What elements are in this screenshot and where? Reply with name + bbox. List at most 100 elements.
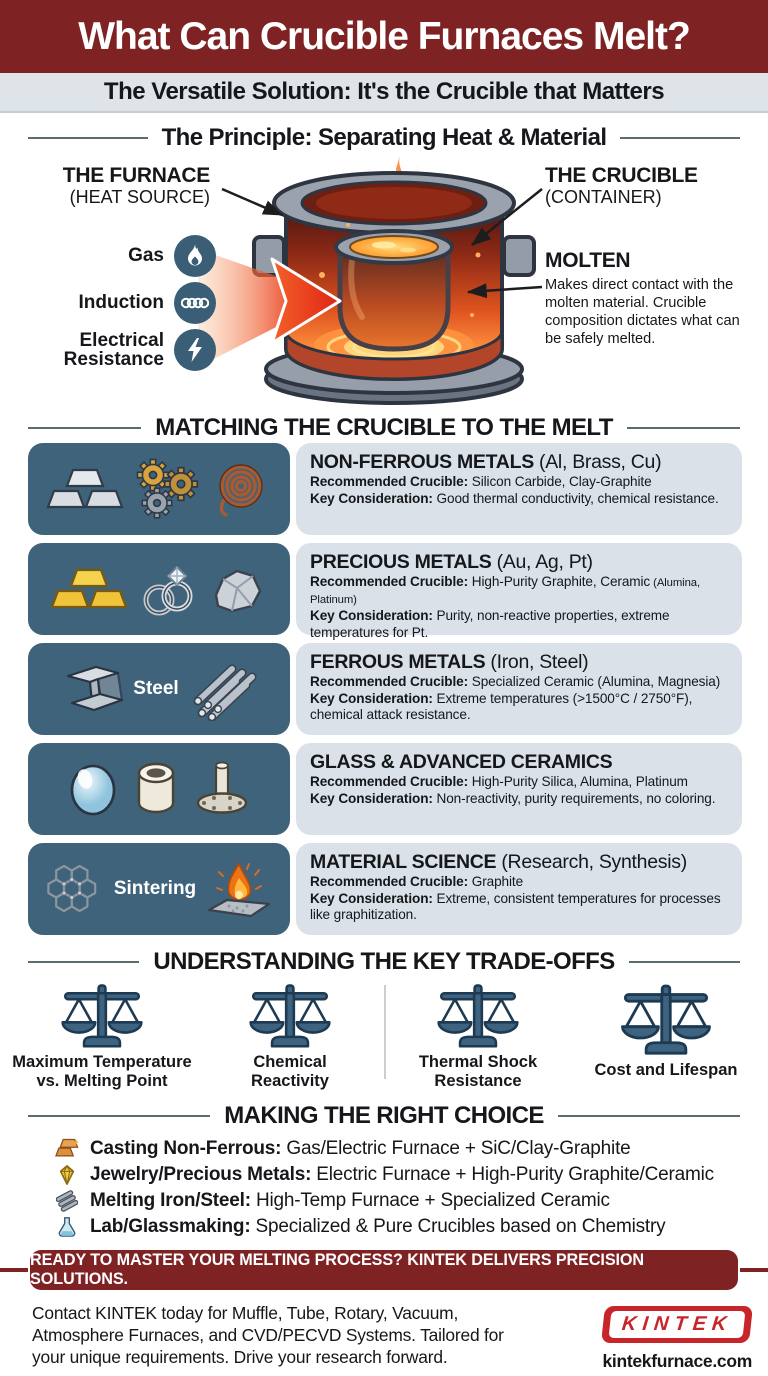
furnace-sublabel: (HEAT SOURCE) [69,186,210,207]
crucible-label-block: THE CRUCIBLE (CONTAINER) [545,164,698,207]
rec-value-small: (Alumina, Platinum) [310,577,700,606]
choice-text: High-Temp Furnace + Specialized Ceramic [250,1190,610,1211]
choice-casting: Casting Non-Ferrous: Gas/Electric Furnac… [54,1136,768,1162]
science-icons-panel: Sintering [28,843,290,935]
silver-ingots-icon [46,468,124,509]
divider-line [620,136,741,140]
footer: Contact KINTEK today for Muffle, Tube, R… [0,1290,768,1372]
glass-info-panel: GLASS & ADVANCED CERAMICS Recommended Cr… [296,743,742,835]
ingots-icon [54,1138,80,1160]
website-link[interactable]: kintekfurnace.com [602,1351,752,1371]
gold-bars-icon [50,568,128,609]
kintek-logo-inner: KINTEK [608,1311,746,1338]
key-label: Key Consideration: [310,690,433,706]
tradeoff-label: vs. Melting Point [36,1072,168,1091]
matching-heading: MATCHING THE CRUCIBLE TO THE MELT [0,413,768,443]
key-label: Key Consideration: [310,890,433,906]
row-title: MATERIAL SCIENCE [310,851,497,873]
gem-icon [54,1164,80,1186]
balance-scale-icon [621,984,711,1055]
heat-source-list: Gas Induction Electrical Resistance [28,235,216,371]
coil-icon [174,282,216,324]
choice-text: Gas/Electric Furnace + SiC/Clay-Graphite [281,1138,631,1159]
kintek-logo: KINTEK [601,1306,754,1343]
ferrous-icons-panel: Steel [28,643,290,735]
tradeoff-label: Maximum Temperature [12,1053,192,1072]
rec-label: Recommended Crucible: [310,774,469,789]
tradeoffs-heading: UNDERSTANDING THE KEY TRADE-OFFS [0,947,768,977]
rec-label: Recommended Crucible: [310,574,469,589]
rec-value: Graphite [468,874,524,889]
molten-surface [349,235,439,259]
furnace-label-block: THE FURNACE (HEAT SOURCE) [28,164,211,207]
row-title-suffix: (Au, Ag, Pt) [491,551,593,573]
choice-label: Casting Non-Ferrous: [90,1138,282,1159]
page-title: What Can Crucible Furnaces Melt? [78,14,691,58]
ferrous-info-panel: FERROUS METALS (Iron, Steel) Recommended… [296,643,742,735]
balance-scale-icon [61,984,143,1048]
key-value: Extreme, consistent temperatures for pro… [310,890,721,923]
choice-list: Casting Non-Ferrous: Gas/Electric Furnac… [0,1131,768,1240]
tradeoff-label: Reactivity [251,1072,329,1091]
row-title-suffix: (Al, Brass, Cu) [533,451,662,473]
cta-section: READY TO MASTER YOUR MELTING PROCESS? KI… [0,1250,768,1290]
tradeoff-cost-lifespan: Cost and Lifespan [572,983,760,1091]
cta-banner: READY TO MASTER YOUR MELTING PROCESS? KI… [30,1250,738,1290]
principle-heading: The Principle: Separating Heat & Materia… [0,123,768,153]
row-title-suffix: (Research, Synthesis) [496,851,687,873]
rec-label: Recommended Crucible: [310,874,469,889]
molten-description: Makes direct contact with the molten mat… [545,277,740,348]
kintek-logo-text: KINTEK [620,1313,734,1335]
choice-text: Specialized & Pure Crucibles based on Ch… [250,1216,666,1237]
steel-bars-icon [54,1190,80,1212]
choice-jewelry: Jewelry/Precious Metals: Electric Furnac… [54,1162,768,1188]
sintering-flame-icon [208,862,271,918]
tradeoff-label: Thermal Shock [418,1053,538,1072]
rec-value: Silicon Carbide, Clay-Graphite [468,474,652,489]
divider-line [628,960,741,964]
row-title: NON-FERROUS METALS [310,451,534,473]
graphene-lattice-icon [47,864,97,913]
i-beam-icon [67,665,124,712]
key-value: Good thermal conductivity, chemical resi… [432,490,719,506]
divider-line [28,960,140,964]
subtitle-text: The Versatile Solution: It's the Crucibl… [103,78,665,105]
material-row-precious: PRECIOUS METALS (Au, Ag, Pt) Recommended… [28,543,768,640]
contact-text: Contact KINTEK today for Muffle, Tube, R… [32,1303,504,1368]
choice-label: Lab/Glassmaking: [90,1216,251,1237]
heat-source-electrical: Electrical Resistance [28,329,216,371]
divider-line [557,1114,740,1118]
divider-line [626,426,741,430]
key-value: Non-reactivity, purity requirements, no … [432,790,716,806]
rec-value: High-Purity Silica, Alumina, Platinum [468,774,688,789]
divider-line [28,426,142,430]
balance-scale-icon [437,984,519,1048]
precious-info-panel: PRECIOUS METALS (Au, Ag, Pt) Recommended… [296,543,742,640]
furnace-label: THE FURNACE [62,164,211,187]
gears-icon [136,458,199,519]
key-value: Extreme temperatures (>1500°C / 2750°F),… [310,690,693,723]
induction-label: Induction [78,292,164,314]
choice-lab: Lab/Glassmaking: Specialized & Pure Cruc… [54,1214,768,1240]
glass-icons-panel [28,743,290,835]
row-title: GLASS & ADVANCED CERAMICS [310,751,613,773]
choice-iron-steel: Melting Iron/Steel: High-Temp Furnace + … [54,1188,768,1214]
ceramic-tube-icon [137,762,175,814]
gas-label: Gas [128,245,164,267]
vertical-divider [384,985,386,1079]
science-info-panel: MATERIAL SCIENCE (Research, Synthesis) R… [296,843,742,935]
balance-scale-icon [249,984,331,1048]
choice-text: Electric Furnace + High-Purity Graphite/… [311,1164,714,1185]
silver-nugget-icon [214,569,262,613]
copper-coil-icon [219,464,263,517]
subtitle-band: The Versatile Solution: It's the Crucibl… [0,73,768,113]
molten-label: MOLTEN [545,249,631,272]
molten-block: MOLTEN Makes direct contact with the mol… [545,249,759,348]
rec-value: High-Purity Graphite, Ceramic [468,574,651,589]
material-row-non-ferrous: NON-FERROUS METALS (Al, Brass, Cu) Recom… [28,443,768,535]
matching-heading-text: MATCHING THE CRUCIBLE TO THE MELT [155,414,613,441]
flask-icon [54,1215,80,1239]
